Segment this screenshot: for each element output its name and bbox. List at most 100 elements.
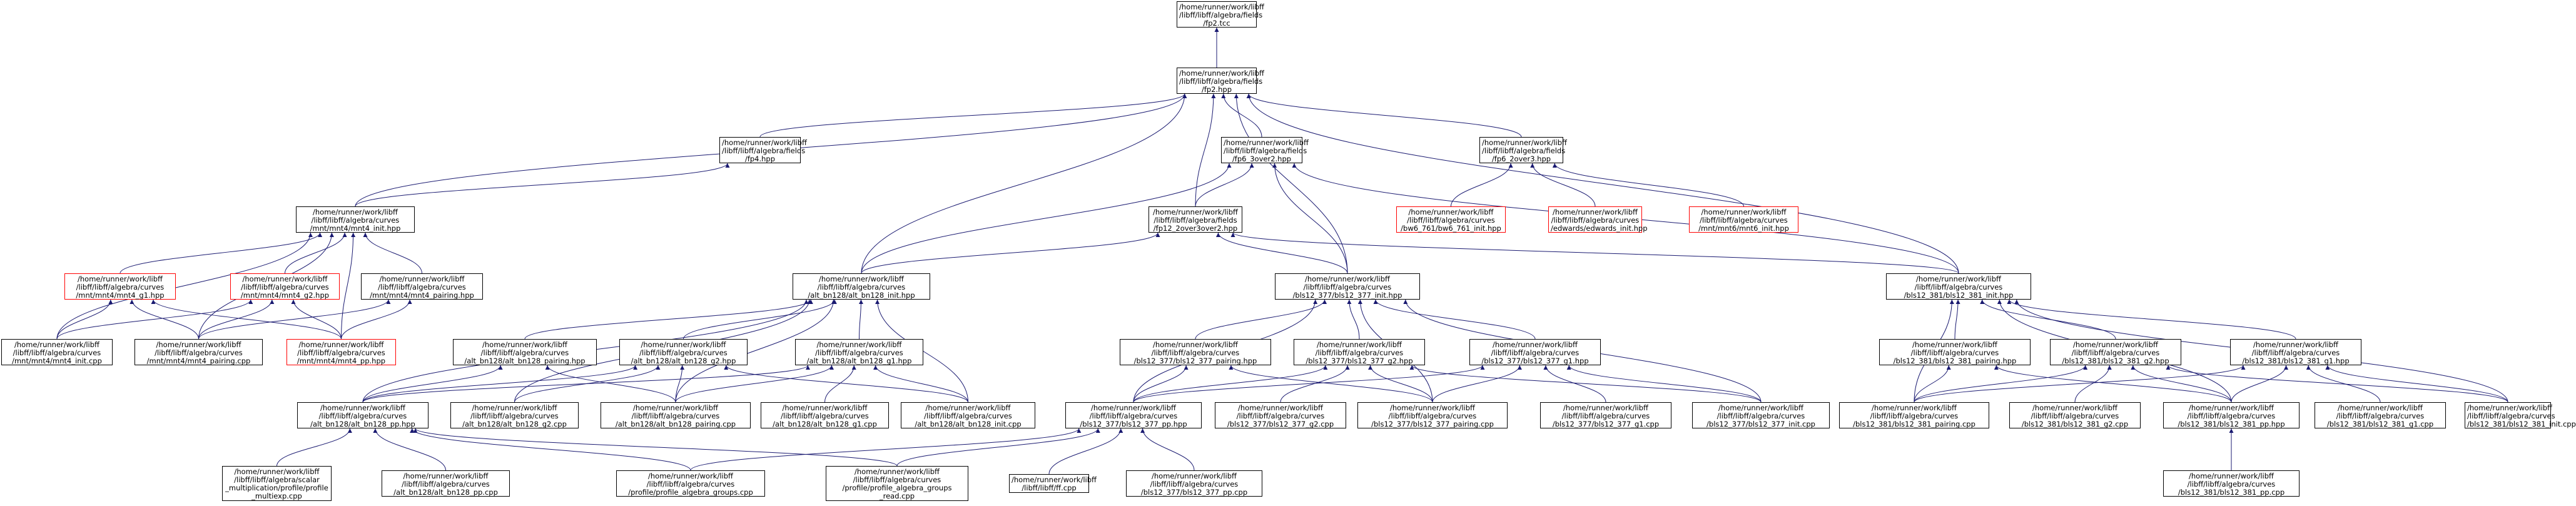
edge-bn128g1cpp-to-bn128g1 — [824, 365, 856, 403]
edge-mnt6-to-fp6_2o3 — [1552, 163, 1744, 207]
edge-fp12-to-fp6_3o2 — [1195, 163, 1254, 207]
node-profile-algebra-groups-cpp[interactable]: /home/runner/work/libff /libff/libff/alg… — [616, 470, 765, 497]
edge-ffcpp-to-b377pp — [1048, 428, 1123, 475]
edge-mnt4i-to-fp4 — [355, 163, 730, 207]
edge-profgroupsread-to-bn128pp — [413, 428, 898, 467]
node-alt-bn128-init-hpp[interactable]: /home/runner/work/libff /libff/libff/alg… — [793, 273, 930, 300]
node-bls12-377-pairing-hpp[interactable]: /home/runner/work/libff /libff/libff/alg… — [1120, 339, 1271, 365]
node-bls12-381-init-cpp[interactable]: /home/runner/work/libff /libff/libff/alg… — [2465, 402, 2576, 428]
node-mnt4-pairing-hpp[interactable]: /home/runner/work/libff /libff/libff/alg… — [361, 273, 483, 300]
node-alt-bn128-g2-cpp[interactable]: /home/runner/work/libff /libff/libff/alg… — [450, 402, 579, 428]
node-fp2-hpp[interactable]: /home/runner/work/libff /libff/libff/alg… — [1177, 68, 1264, 94]
edge-fp4-to-fp2 — [759, 93, 1187, 138]
node-alt-bn128-pairing-cpp[interactable]: /home/runner/work/libff /libff/libff/alg… — [601, 402, 751, 428]
node-bls12-377-pp-hpp[interactable]: /home/runner/work/libff /libff/libff/alg… — [1065, 402, 1202, 428]
edge-bn128i-to-fp12 — [861, 232, 1160, 274]
edge-b377paircpp-to-b377g1 — [1432, 365, 1522, 403]
edge-fp12-to-fp2 — [1195, 93, 1216, 207]
edge-bn128g2-to-bn128i — [683, 299, 837, 340]
edge-b377paircpp-to-b377pair — [1229, 365, 1433, 403]
node-profile-multiexp-cpp[interactable]: /home/runner/work/libff /libff/libff/alg… — [222, 466, 332, 501]
node-bls12-381-g1-cpp[interactable]: /home/runner/work/libff /libff/libff/alg… — [2315, 402, 2446, 428]
node-alt-bn128-g2-hpp[interactable]: /home/runner/work/libff /libff/libff/alg… — [619, 339, 748, 365]
edge-mnt4g1-to-mnt4i — [119, 232, 323, 274]
node-fp6-2over3-hpp[interactable]: /home/runner/work/libff /libff/libff/alg… — [1479, 137, 1567, 163]
node-bls12-381-pp-cpp[interactable]: /home/runner/work/libff /libff/libff/alg… — [2163, 470, 2300, 497]
edge-fp6_3o2-to-fp2 — [1221, 93, 1262, 138]
node-mnt4-g2-hpp[interactable]: /home/runner/work/libff /libff/libff/alg… — [230, 273, 340, 300]
node-bls12-381-pairing-cpp[interactable]: /home/runner/work/libff /libff/libff/alg… — [1839, 402, 1989, 428]
edge-bn128ppcpp-to-bn128pp — [373, 428, 446, 471]
edge-b377g1-to-b377i — [1373, 299, 1536, 340]
node-bls12-377-g1-cpp[interactable]: /home/runner/work/libff /libff/libff/alg… — [1540, 402, 1671, 428]
node-bls12-381-g2-cpp[interactable]: /home/runner/work/libff /libff/libff/alg… — [2009, 402, 2141, 428]
node-mnt4-pairing-cpp[interactable]: /home/runner/work/libff /libff/libff/alg… — [134, 339, 263, 365]
node-bls12-377-pairing-cpp[interactable]: /home/runner/work/libff /libff/libff/alg… — [1357, 402, 1508, 428]
edge-b381i-to-fp2 — [1246, 93, 1959, 274]
edge-b381pair-to-b381i — [1954, 299, 1960, 340]
node-bls12-381-g2-hpp[interactable]: /home/runner/work/libff /libff/libff/alg… — [2050, 339, 2181, 365]
node-bls12-377-g1-hpp[interactable]: /home/runner/work/libff /libff/libff/alg… — [1469, 339, 1601, 365]
edge-b377paircpp-to-b377g2 — [1368, 365, 1433, 403]
node-fp6-3over2-hpp[interactable]: /home/runner/work/libff /libff/libff/alg… — [1221, 137, 1309, 163]
edge-profgroupsread-to-b377pp — [896, 428, 1100, 467]
edge-b377i-to-fp6_3o2 — [1272, 163, 1348, 274]
edge-b377pair-to-b377i — [1195, 299, 1327, 340]
edge-b377pp-to-b377pair — [1133, 365, 1189, 403]
node-fp2-tcc[interactable]: /home/runner/work/libff /libff/libff/alg… — [1177, 1, 1264, 28]
node-ff-cpp[interactable]: /home/runner/work/libff /libff/libff/ff.… — [1009, 474, 1097, 493]
node-profile-algebra-groups-read-cpp[interactable]: /home/runner/work/libff /libff/libff/alg… — [826, 466, 968, 501]
edge-b377i-to-fp12 — [1215, 232, 1348, 274]
node-alt-bn128-init-cpp[interactable]: /home/runner/work/libff /libff/libff/alg… — [901, 402, 1035, 428]
node-bls12-381-pp-hpp[interactable]: /home/runner/work/libff /libff/libff/alg… — [2163, 402, 2300, 428]
node-bls12-381-pairing-hpp[interactable]: /home/runner/work/libff /libff/libff/alg… — [1879, 339, 2031, 365]
edge-mnt4pair-to-mnt4i — [363, 232, 422, 274]
edge-b377g2cpp-to-b377g2 — [1280, 365, 1350, 403]
node-mnt6-init-hpp[interactable]: /home/runner/work/libff /libff/libff/alg… — [1689, 206, 1798, 233]
edge-b377g1cpp-to-b377g1 — [1543, 365, 1606, 403]
node-bls12-377-g2-hpp[interactable]: /home/runner/work/libff /libff/libff/alg… — [1294, 339, 1425, 365]
node-mnt4-init-cpp[interactable]: /home/runner/work/libff /libff/libff/alg… — [1, 339, 113, 365]
edge-b377pp-to-b377g2 — [1133, 365, 1328, 403]
node-alt-bn128-pp-cpp[interactable]: /home/runner/work/libff /libff/libff/alg… — [382, 470, 510, 497]
node-bls12-377-g2-cpp[interactable]: /home/runner/work/libff /libff/libff/alg… — [1215, 402, 1346, 428]
edge-bn128paircpp-to-bn128g1 — [675, 365, 834, 403]
edge-b381g2-to-b381i — [1980, 299, 2116, 340]
node-mnt4-pp-hpp[interactable]: /home/runner/work/libff /libff/libff/alg… — [287, 339, 396, 365]
node-alt-bn128-g1-hpp[interactable]: /home/runner/work/libff /libff/libff/alg… — [795, 339, 923, 365]
edge-b381icpp-to-b381g1 — [2325, 365, 2508, 403]
edge-mnt4icpp-to-mnt4i — [56, 232, 313, 340]
edge-b381g2cpp-to-b381g2 — [2074, 365, 2112, 403]
node-alt-bn128-g1-cpp[interactable]: /home/runner/work/libff /libff/libff/alg… — [761, 402, 889, 428]
edge-mnt4g2-to-mnt4i — [285, 232, 347, 274]
node-bls12-377-pp-cpp[interactable]: /home/runner/work/libff /libff/libff/alg… — [1126, 470, 1262, 497]
node-bw6-761-init-hpp[interactable]: /home/runner/work/libff /libff/libff/alg… — [1396, 206, 1506, 233]
edge-mnt4icpp-to-mnt4g2 — [56, 299, 253, 340]
edge-bn128pp-to-bn128g2 — [362, 365, 638, 403]
edge-bn128pair-to-bn128i — [524, 299, 813, 340]
edge-b381i-to-fp12 — [1230, 232, 1959, 274]
node-edwards-init-hpp[interactable]: /home/runner/work/libff /libff/libff/alg… — [1548, 206, 1648, 233]
edge-bn128pp-to-bn128g1 — [362, 365, 810, 403]
edge-bn128pp-to-bn128pair — [362, 365, 503, 403]
node-bls12-377-init-cpp[interactable]: /home/runner/work/libff /libff/libff/alg… — [1692, 402, 1830, 428]
edge-b381icpp-to-b381g2 — [2166, 365, 2508, 403]
node-alt-bn128-pairing-hpp[interactable]: /home/runner/work/libff /libff/libff/alg… — [453, 339, 597, 365]
edge-b381paircpp-to-b381pair — [1914, 365, 1951, 403]
node-bls12-381-g1-hpp[interactable]: /home/runner/work/libff /libff/libff/alg… — [2230, 339, 2361, 365]
node-fp12-2over3over2-hpp[interactable]: /home/runner/work/libff /libff/libff/alg… — [1149, 206, 1242, 233]
edge-bn128icpp-to-bn128g1 — [873, 365, 968, 403]
edge-bn128i-to-fp6_3o2 — [861, 163, 1232, 274]
edge-b381pp-to-b381g1 — [2231, 365, 2289, 403]
edge-mnt4paircpp-to-mnt4g1 — [129, 299, 199, 340]
node-bls12-381-init-hpp[interactable]: /home/runner/work/libff /libff/libff/alg… — [1886, 273, 2031, 300]
node-mnt4-init-hpp[interactable]: /home/runner/work/libff /libff/libff/alg… — [296, 206, 415, 233]
edge-mnt4pp-to-mnt4i — [341, 232, 356, 340]
edge-b377i-to-fp2 — [1234, 93, 1348, 274]
edge-profgroups-to-b377pp — [690, 428, 1082, 471]
node-bls12-377-init-hpp[interactable]: /home/runner/work/libff /libff/libff/alg… — [1275, 273, 1420, 300]
node-fp4-hpp[interactable]: /home/runner/work/libff /libff/libff/alg… — [719, 137, 807, 163]
node-mnt4-g1-hpp[interactable]: /home/runner/work/libff /libff/libff/alg… — [64, 273, 176, 300]
node-alt-bn128-pp-hpp[interactable]: /home/runner/work/libff /libff/libff/alg… — [297, 402, 428, 428]
